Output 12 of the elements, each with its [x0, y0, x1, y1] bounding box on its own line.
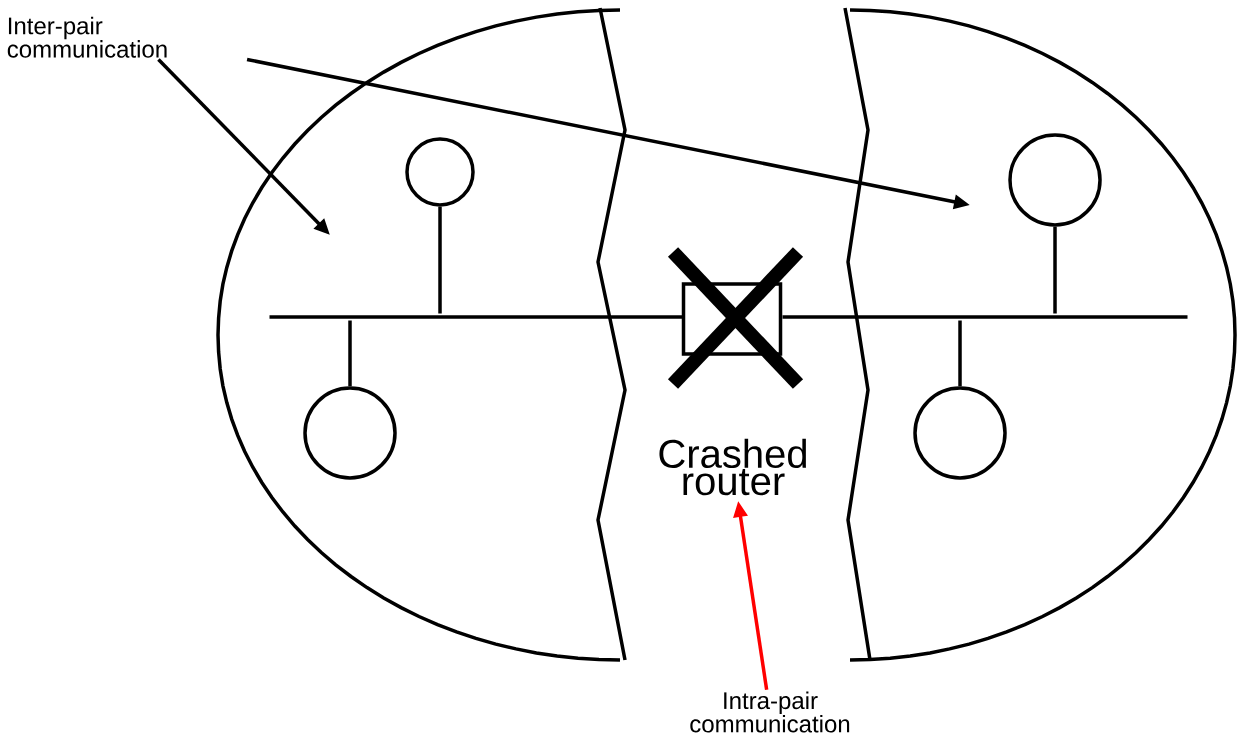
text-label: Intra-pair communication — [690, 691, 850, 733]
host-circle — [913, 386, 1007, 480]
host-link-line — [1053, 226, 1057, 314]
crashed-router-drawing — [667, 247, 804, 389]
host-link-line — [438, 206, 442, 314]
host-link-line — [958, 320, 962, 387]
text-label: Inter-pair communication — [7, 16, 167, 58]
host-circle — [405, 137, 475, 207]
host-link-line — [348, 320, 352, 387]
host-circle — [303, 386, 397, 480]
text-label: Crashed router — [659, 438, 806, 496]
host-circle — [1008, 133, 1102, 227]
